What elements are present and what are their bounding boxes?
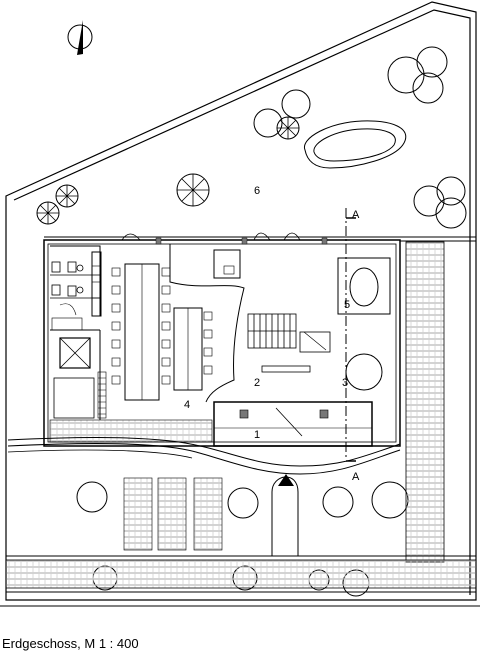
section-marker-icon xyxy=(345,208,356,462)
entrance-arrow-icon xyxy=(278,474,294,486)
tree-icon xyxy=(227,487,259,519)
site-boundary xyxy=(5,1,477,601)
elevator-icon xyxy=(59,337,91,369)
tree-icon xyxy=(436,176,466,206)
floor-plan-diagram: 1 2 3 4 5 6 A A xyxy=(0,1,480,607)
tree-icon xyxy=(322,486,354,518)
room-label-6: 6 xyxy=(254,185,260,197)
room-label-3: 3 xyxy=(342,377,348,389)
pond xyxy=(304,120,407,169)
north-arrow-icon xyxy=(67,20,93,55)
car-park-icon xyxy=(405,241,445,563)
plan-caption: Erdgeschoss, M 1 : 400 xyxy=(2,636,139,651)
tree-icon xyxy=(345,353,383,391)
room-label-1: 1 xyxy=(254,429,260,441)
room-label-4: 4 xyxy=(184,399,190,411)
tree-icon xyxy=(435,197,467,229)
room-label-2: 2 xyxy=(254,377,260,389)
tree-icon xyxy=(387,56,425,94)
room-labels: 1 2 3 4 5 6 A A xyxy=(184,185,360,483)
trees xyxy=(36,46,467,597)
car-park-icon xyxy=(5,477,477,589)
building xyxy=(43,232,476,447)
tree-icon xyxy=(413,185,445,217)
stair-icon xyxy=(247,313,297,349)
section-label-top: A xyxy=(352,209,360,221)
tree-icon xyxy=(76,481,108,513)
stair-icon xyxy=(97,371,107,419)
room-label-5: 5 xyxy=(344,299,350,311)
tree-icon xyxy=(281,89,311,119)
terrace xyxy=(7,419,401,475)
tree-icon xyxy=(253,108,283,138)
tree-icon xyxy=(412,72,444,104)
tree-icon xyxy=(416,46,448,78)
section-label-bottom: A xyxy=(352,471,360,483)
tree-icon xyxy=(371,481,409,519)
